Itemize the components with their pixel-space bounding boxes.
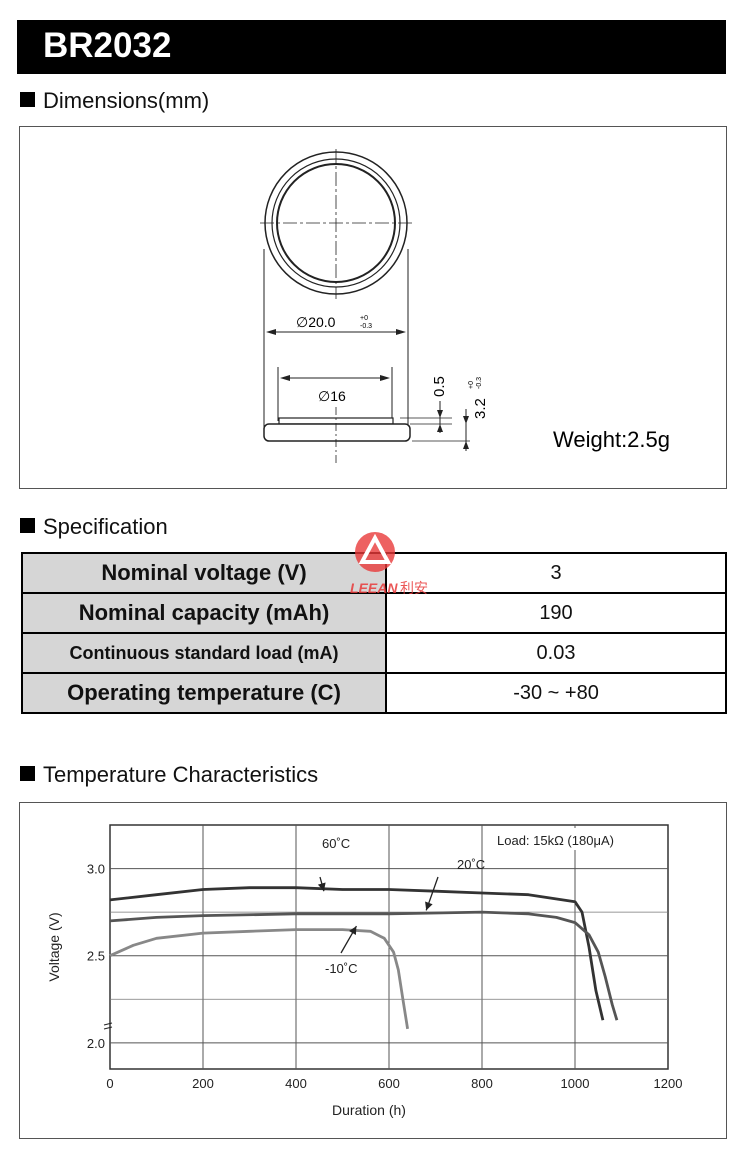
table-row: Operating temperature (C) -30 ~ +80 (21, 672, 727, 714)
specification-heading: Specification (20, 514, 168, 540)
load-annotation: Load: 15kΩ (180μA) (497, 833, 614, 848)
specification-table: Nominal voltage (V) 3 Nominal capacity (… (21, 552, 727, 714)
outer-diameter-label: ∅20.0 (296, 314, 336, 330)
model-title: BR2032 (43, 26, 172, 65)
x-axis-label: Duration (h) (332, 1102, 406, 1118)
series-label: 20˚C (457, 857, 485, 872)
svg-text:利安: 利安 (400, 580, 428, 596)
bullet-square-icon (20, 766, 35, 781)
y-tick-label: 3.0 (87, 862, 105, 877)
leean-watermark-logo: LEEAN 利安 (340, 530, 440, 600)
total-height-label: 3.2 (472, 398, 489, 419)
x-tick-label: 200 (192, 1076, 214, 1091)
title-bar: BR2032 (17, 20, 726, 74)
series-line (109, 910, 619, 1021)
dimensions-heading: Dimensions(mm) (20, 88, 209, 114)
axis-break-mark (103, 1022, 113, 1026)
series-label: -10˚C (325, 961, 358, 976)
inner-diameter-label: ∅16 (318, 388, 346, 404)
battery-body (263, 423, 411, 442)
series-line (109, 928, 409, 1030)
svg-text:+0: +0 (468, 381, 475, 389)
axis-break-mark (103, 1026, 113, 1030)
arrow-head-icon (425, 901, 433, 911)
spec-label: Operating temperature (C) (21, 672, 387, 714)
arrow-head-icon (349, 926, 357, 935)
x-tick-label: 0 (106, 1076, 113, 1091)
x-tick-label: 1000 (561, 1076, 590, 1091)
dimensions-panel: ∅20.0 +0 -0.3 ∅16 0.5 3.2 +0 -0.3 Weight… (19, 126, 727, 489)
x-tick-label: 1200 (654, 1076, 683, 1091)
spec-label: Nominal voltage (V) (21, 552, 387, 594)
svg-text:-0.3: -0.3 (360, 323, 372, 330)
annotation-background (490, 828, 662, 850)
bullet-square-icon (20, 92, 35, 107)
x-tick-label: 600 (378, 1076, 400, 1091)
temperature-chart-panel: 0 200 400 600 800 1000 1200 2.0 2.5 3.0 60˚C 20˚C -1… (19, 802, 727, 1139)
spec-value: 0.03 (385, 632, 727, 674)
x-tick-label: 400 (285, 1076, 307, 1091)
temperature-heading: Temperature Characteristics (20, 762, 318, 788)
bullet-square-icon (20, 518, 35, 533)
series-line (109, 886, 605, 1021)
spec-value: 3 (385, 552, 727, 594)
table-row: Nominal voltage (V) 3 (21, 552, 727, 594)
y-tick-label: 2.5 (87, 949, 105, 964)
temperature-chart: 0 200 400 600 800 1000 1200 2.0 2.5 3.0 60˚C 20˚C -1… (46, 824, 683, 1118)
table-row: Nominal capacity (mAh) 190 (21, 592, 727, 634)
spec-label: Continuous standard load (mA) (21, 632, 387, 674)
battery-dimension-drawing: ∅20.0 +0 -0.3 ∅16 0.5 3.2 +0 -0.3 Weight… (260, 149, 670, 463)
spec-value: 190 (385, 592, 727, 634)
y-axis-label: Voltage (V) (46, 912, 62, 981)
table-row: Continuous standard load (mA) 0.03 (21, 632, 727, 674)
x-tick-label: 800 (471, 1076, 493, 1091)
svg-text:+0: +0 (360, 315, 368, 322)
svg-text:-0.3: -0.3 (476, 377, 483, 389)
weight-label: Weight:2.5g (553, 427, 670, 452)
logo-triangle-icon (358, 533, 392, 564)
y-tick-label: 2.0 (87, 1036, 105, 1051)
step-height-label: 0.5 (431, 376, 448, 397)
spec-value: -30 ~ +80 (385, 672, 727, 714)
arrow-head-icon (317, 882, 326, 892)
series-label: 60˚C (322, 836, 350, 851)
svg-text:LEEAN: LEEAN (350, 580, 398, 596)
spec-label: Nominal capacity (mAh) (21, 592, 387, 634)
